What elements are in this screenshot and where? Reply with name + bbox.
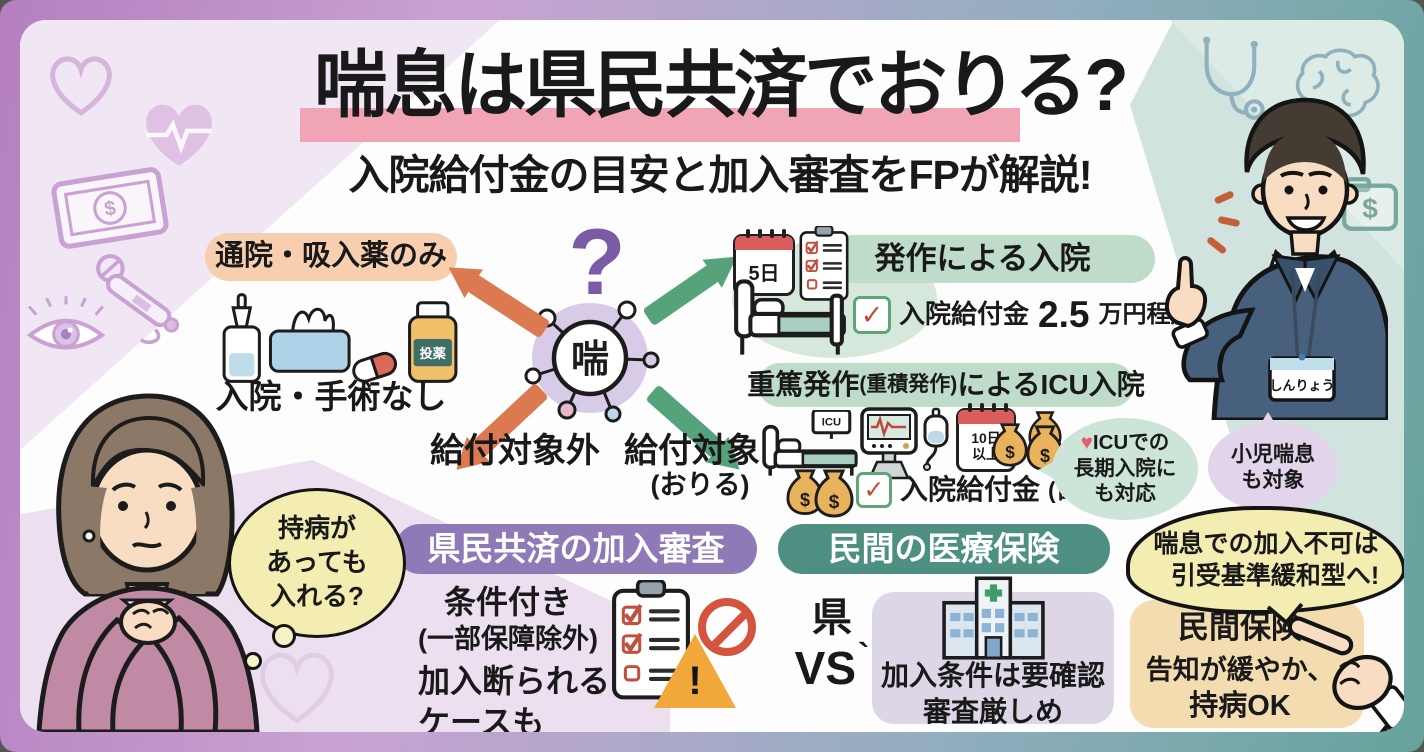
tissue-box-icon — [268, 307, 351, 373]
svg-text:$: $ — [1005, 443, 1015, 462]
hospital-building-icon — [942, 576, 1045, 660]
stethoscope-icon — [1203, 36, 1265, 120]
kyosai-banner: 県民共済の加入審査 — [395, 524, 757, 574]
medicine-bottle-icon: 投薬 — [408, 301, 458, 383]
checkbox-icon: ✓ — [853, 296, 891, 335]
pediatric-bubble — [1208, 422, 1338, 512]
svg-text:しんりょう: しんりょう — [1269, 378, 1334, 393]
relief-box — [1130, 600, 1364, 728]
pulse-heart-icon — [146, 104, 212, 166]
prohibition-icon — [698, 598, 756, 656]
fp-name-tag: しんりょう — [1268, 353, 1336, 402]
infographic-card: $ $ 喘息は県民共済でおりる? 入院給付金の目安と加入審査をFPが解説! 通院… — [20, 20, 1404, 732]
versus-label: VS` — [794, 636, 870, 694]
iv-drip-icon — [923, 407, 949, 471]
thought-bubble: 持病があっても入れる? — [228, 488, 406, 638]
medication-icons: 投薬 — [222, 293, 458, 383]
vital-monitor-icon — [860, 407, 918, 480]
hospitalization-banner: 発作による入院 — [810, 235, 1155, 283]
eye-icon — [26, 296, 106, 350]
svg-text:ICU: ICU — [822, 417, 841, 429]
svg-text:$: $ — [829, 492, 840, 513]
benefit-amount: 2.5 — [1038, 294, 1090, 335]
banknote-icon: $ — [51, 167, 169, 249]
relief-box-text: 民間保険 告知が緩やか、 持病OK — [1145, 610, 1335, 723]
nasal-spray-icon — [222, 293, 261, 383]
capsule-icon — [352, 351, 398, 383]
svg-text:喘: 喘 — [571, 339, 609, 381]
hub-question-mark: ? — [568, 209, 626, 314]
calendar-5day-icon: 5日 — [733, 229, 795, 296]
heart-icon: ♥ — [1080, 431, 1093, 454]
pediatric-bubble-text: 小児喘息も対象 — [1231, 443, 1315, 493]
worried-woman-illustration — [36, 393, 260, 732]
covered-label: 給付対象 — [624, 432, 760, 470]
fp-advisor-illustration: しんりょう — [1164, 97, 1388, 420]
clipboard-small-icon — [799, 226, 849, 301]
svg-text:$: $ — [103, 197, 118, 221]
svg-text:$: $ — [800, 490, 810, 510]
money-bags-small-icon: $ $ — [786, 469, 854, 518]
icu-support-bubble-tail — [1038, 458, 1060, 482]
thermometer-pill-icon — [96, 254, 180, 344]
versus-kanji: 県 — [812, 596, 852, 640]
heart-icon — [50, 56, 112, 116]
not-covered-label: 給付対象外 — [430, 432, 600, 470]
kyosai-notes: 条件付き (一部保障除外) 加入断られる ケースも — [418, 584, 611, 732]
icu-support-bubble-text: ♥ICUでの 長期入院に も対応 — [1073, 431, 1177, 506]
svg-text:投薬: 投薬 — [420, 345, 447, 361]
outpatient-badge: 通院・吸入薬のみ — [205, 233, 457, 281]
icu-banner: 重篤発作(重積発作)によるICU入院 — [747, 363, 1145, 407]
asthma-molecule-icon: 喘 — [524, 300, 660, 423]
small-heart-outline-icon — [260, 652, 334, 724]
checkbox-icon: ✓ — [856, 472, 892, 508]
pediatric-bubble-tail — [1258, 412, 1278, 428]
pointing-hand-icon — [1287, 616, 1404, 732]
svg-text:$: $ — [1040, 446, 1050, 466]
covered-note: (おりる) — [650, 470, 750, 500]
outpatient-caption: 入院・手術なし — [215, 378, 447, 415]
thought-dot — [272, 624, 296, 648]
clipboard-large-icon — [612, 580, 690, 700]
calendar-10day-icon: 10日以上 — [956, 403, 1016, 472]
thought-dot — [244, 652, 262, 670]
private-conditions-text: 加入条件は要確認 審査厳しめ — [880, 660, 1105, 728]
icu-benefit-text: 入院給付金 — [900, 474, 1041, 506]
benefit-text: 入院給付金 — [899, 299, 1030, 330]
page-title: 喘息は県民共済でおりる? — [314, 45, 1129, 126]
accent-mark: ` — [858, 636, 870, 675]
private-insurance-banner: 民間の医療保険 — [778, 524, 1110, 574]
icu-bed-icon: ICU — [762, 410, 858, 476]
page-subtitle: 入院給付金の目安と加入審査をFPが解説! — [348, 152, 1092, 198]
hospital-bed-icon — [734, 279, 846, 355]
relief-bubble: 喘息での加入不可は 引受基準緩和型へ! — [1126, 506, 1404, 614]
title-highlight — [300, 108, 1020, 142]
icu-support-bubble — [1052, 418, 1198, 520]
svg-text:$: $ — [1362, 193, 1378, 224]
